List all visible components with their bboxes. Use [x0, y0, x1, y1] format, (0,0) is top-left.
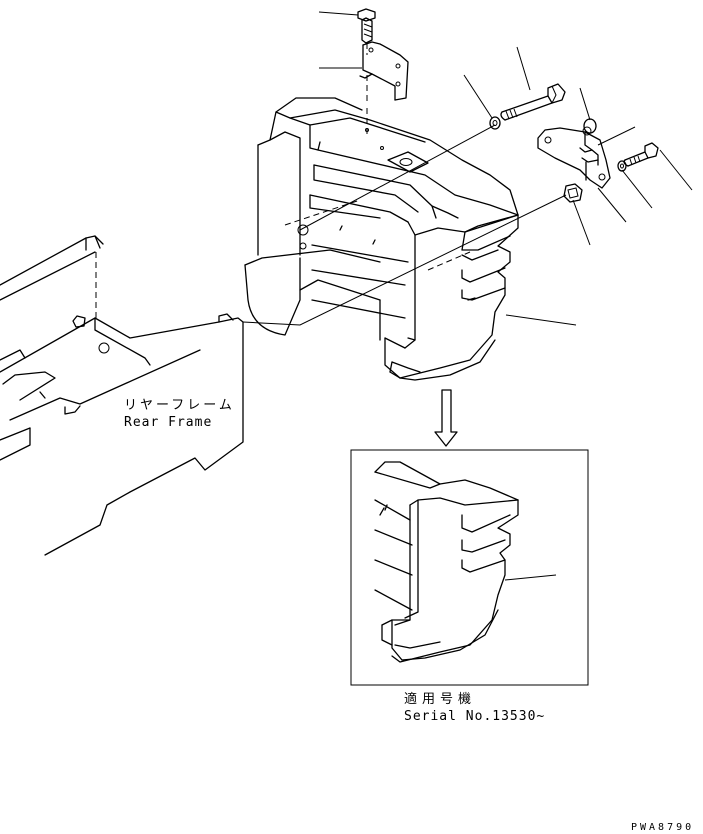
detail-box — [351, 450, 588, 685]
serial-label-en: Serial No.13530~ — [404, 709, 546, 724]
down-arrow — [435, 390, 457, 446]
rear-frame — [0, 236, 243, 555]
long-bolt — [490, 84, 565, 129]
hinge-bracket — [538, 119, 658, 202]
counterweight — [245, 98, 518, 380]
serial-label-jp: 適用号機 — [404, 692, 477, 707]
leader-lines — [243, 12, 692, 325]
top-bracket — [358, 9, 408, 105]
rear-frame-label-jp: リヤーフレーム — [124, 398, 235, 413]
drawing-code: PWA8790 — [631, 822, 695, 833]
rear-frame-label-en: Rear Frame — [124, 415, 213, 430]
